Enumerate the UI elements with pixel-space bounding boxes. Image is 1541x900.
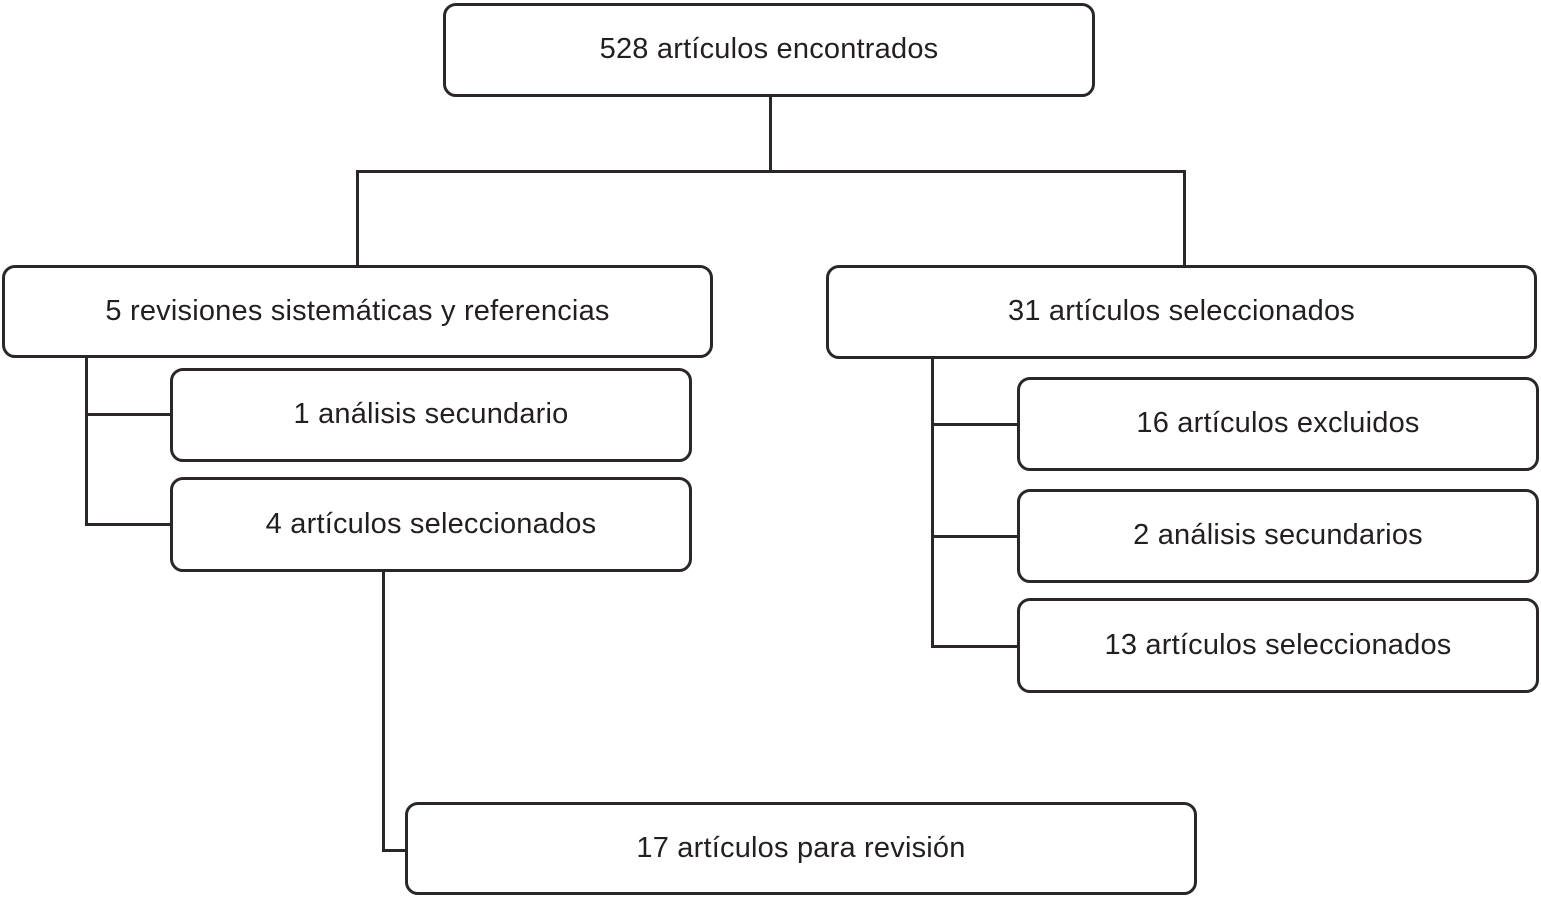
connector-right-child-3-stub xyxy=(931,645,1018,648)
connector-right-branch-drop xyxy=(1183,170,1186,266)
flow-node-systematic-reviews: 5 revisiones sistemáticas y referencias xyxy=(2,265,713,358)
connector-final-drop xyxy=(382,571,385,852)
flow-node-secondary-analyses-2: 2 análisis secundarios xyxy=(1017,489,1539,583)
connector-branch-rail xyxy=(356,170,1186,173)
flow-node-secondary-analysis-1: 1 análisis secundario xyxy=(170,368,692,462)
flow-node-articles-for-review: 17 artículos para revisión xyxy=(405,802,1197,895)
connector-left-branch-drop xyxy=(356,170,359,266)
flow-node-articles-selected-4: 4 artículos seleccionados xyxy=(170,477,692,572)
connector-left-children-rail xyxy=(85,357,88,526)
flow-node-articles-excluded-16: 16 artículos excluidos xyxy=(1017,377,1539,471)
connector-root-drop xyxy=(769,97,772,172)
flow-node-articles-selected-13: 13 artículos seleccionados xyxy=(1017,598,1539,693)
flow-node-articles-found: 528 artículos encontrados xyxy=(443,3,1095,97)
connector-right-child-1-stub xyxy=(931,423,1018,426)
connector-left-child-2-stub xyxy=(85,523,171,526)
connector-right-children-rail xyxy=(931,358,934,648)
connector-final-stub xyxy=(382,849,406,852)
flow-node-articles-selected-31: 31 artículos seleccionados xyxy=(826,265,1537,359)
connector-left-child-1-stub xyxy=(85,413,171,416)
connector-right-child-2-stub xyxy=(931,535,1018,538)
